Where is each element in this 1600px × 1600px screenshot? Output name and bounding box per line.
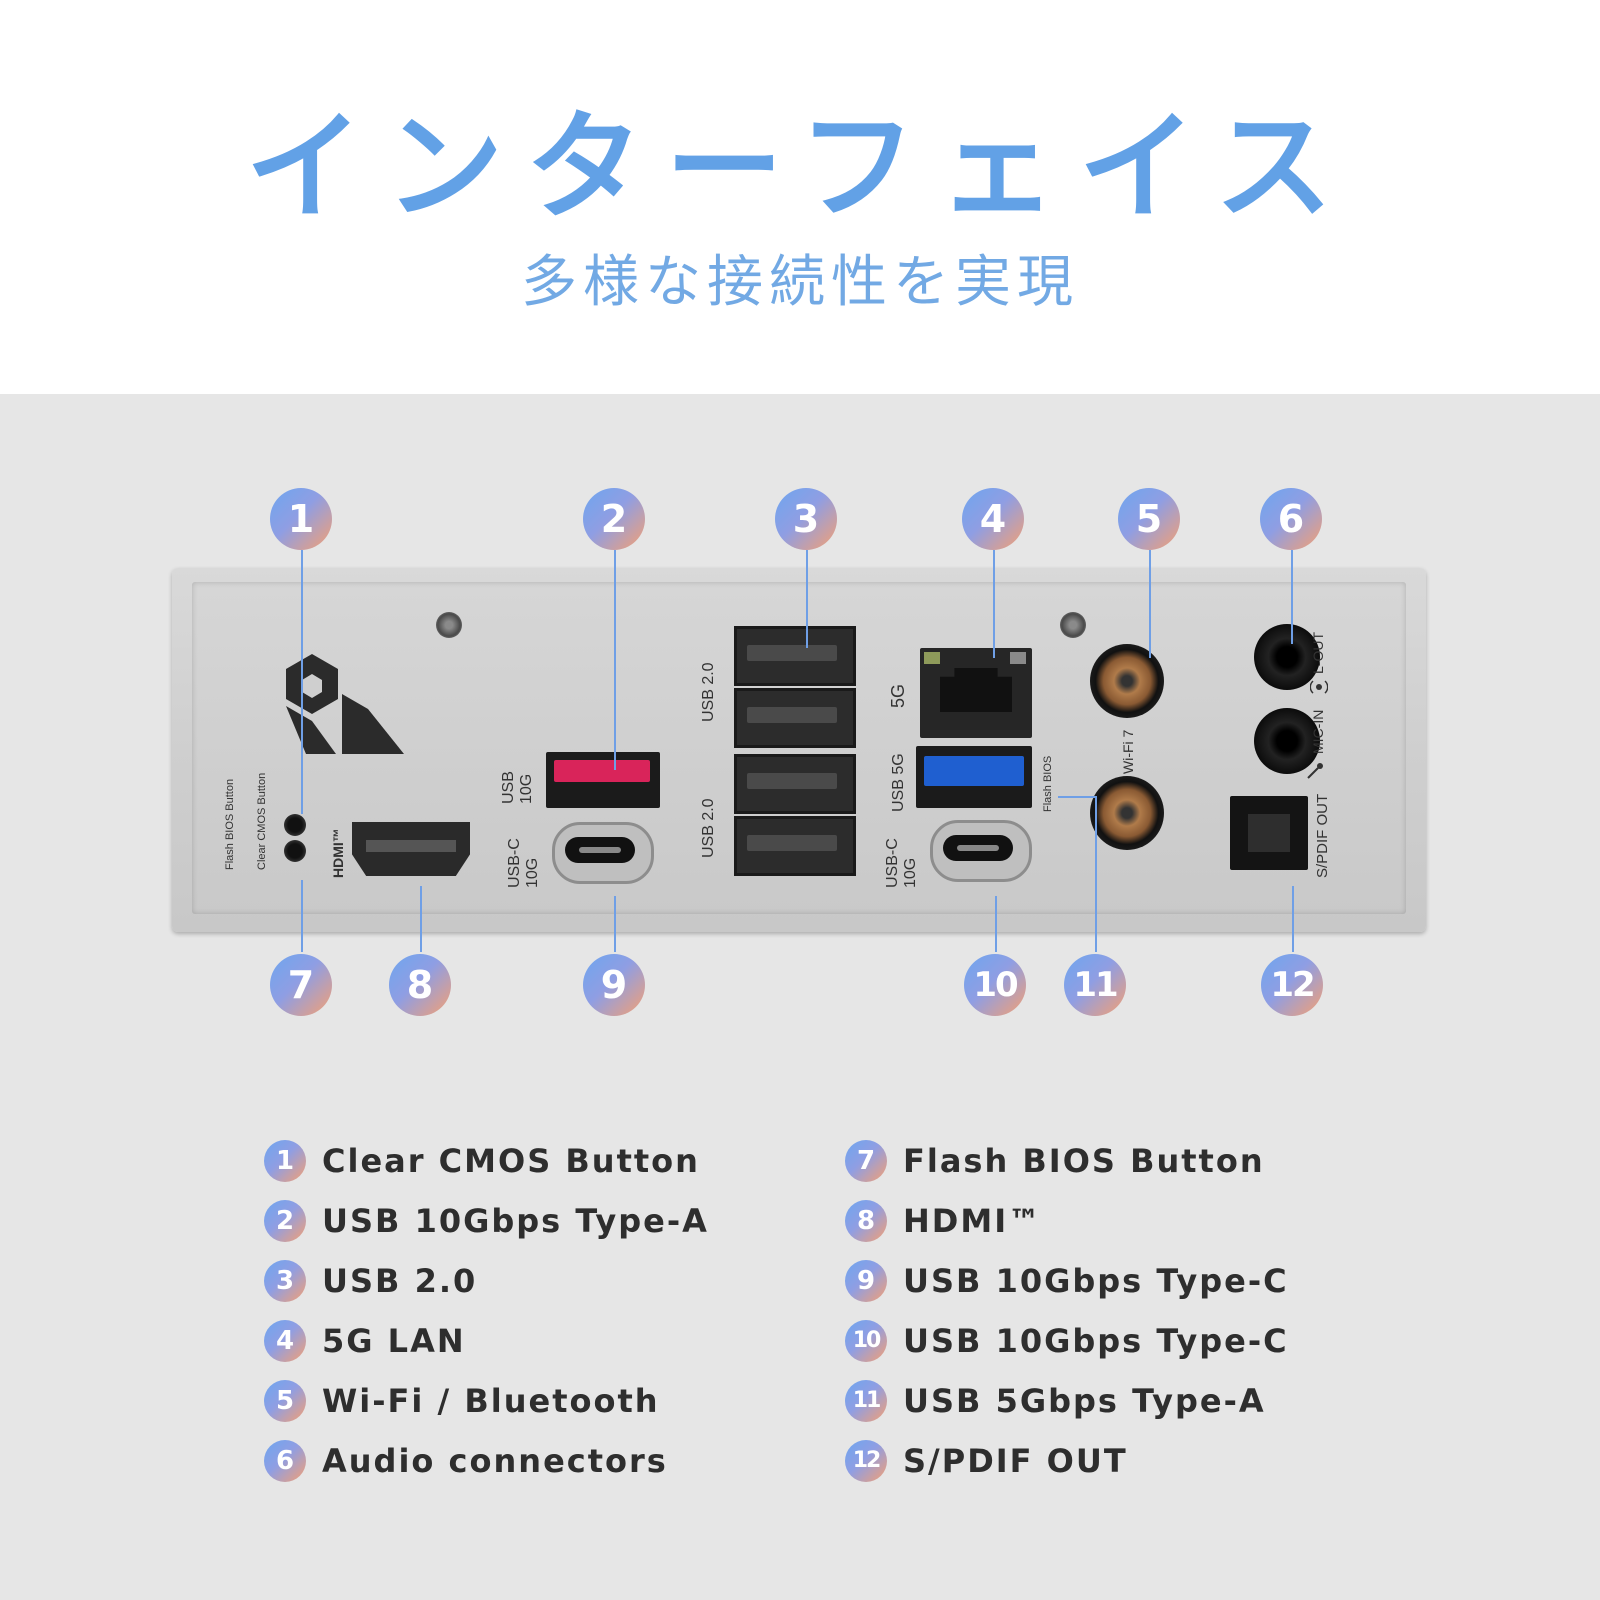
callout-line-6 [1291,550,1293,644]
usb-c-opening [565,837,635,863]
io-shield: Flash BIOS Button Clear CMOS Button HDMI… [172,568,1426,932]
callout-badge-7: 7 [270,954,332,1016]
callout-line-10 [995,896,997,952]
legend-label: USB 2.0 [322,1262,478,1300]
usb-c-tongue [579,847,621,853]
callout-line-3 [806,550,808,648]
usb-c-10g-port-right[interactable] [930,820,1032,882]
legend-badge: 9 [845,1260,887,1302]
usb-c-opening [943,835,1013,861]
wifi-antenna-connector-1[interactable] [1090,644,1164,718]
mic-in-label: MIC-IN [1310,709,1326,754]
callout-badge-2: 2 [583,488,645,550]
callout-badge-9: 9 [583,954,645,1016]
callout-line-1 [301,550,303,814]
usb-c-tongue [957,845,999,851]
flash-bios-button-label: Flash BIOS Button [224,778,236,870]
wifi-antenna-connector-2[interactable] [1090,776,1164,850]
spdif-label: S/PDIF OUT [1314,793,1331,878]
legend-label: Flash BIOS Button [903,1142,1265,1180]
legend-badge: 3 [264,1260,306,1302]
flash-bios-label: Flash BIOS [1042,755,1054,812]
usb-a-tongue [747,773,837,789]
usb-5g-label: USB 5G [890,753,907,812]
lan-label: 5G [888,683,908,708]
legend-label: USB 10Gbps Type-C [903,1262,1289,1300]
usb-2-0-port-2[interactable] [734,688,856,748]
legend-label: USB 5Gbps Type-A [903,1382,1266,1420]
callout-badge-8: 8 [389,954,451,1016]
callout-line-4 [993,550,995,658]
callout-badge-12: 12 [1261,954,1323,1016]
legend-badge: 8 [845,1200,887,1242]
legend-badge: 7 [845,1140,887,1182]
lan-led-left [924,652,940,664]
page-subtitle: 多様な接続性を実現 [521,250,1079,315]
mic-in-jack[interactable] [1254,708,1320,774]
line-out-label: L-OUT [1310,632,1326,674]
legend-label: Audio connectors [322,1442,668,1480]
legend-label: S/PDIF OUT [903,1442,1128,1480]
usb-5g-type-a-port[interactable] [924,756,1024,786]
page-title: インターフェイス [245,98,1355,236]
legend-badge: 2 [264,1200,306,1242]
screw-icon [1060,612,1086,638]
legend-badge: 6 [264,1440,306,1482]
mic-icon [1307,763,1323,779]
usb-2-0-label-bottom: USB 2.0 [700,798,717,858]
callout-line-5 [1149,550,1151,658]
legend-badge: 1 [264,1140,306,1182]
callout-line-11-arm [1058,796,1096,798]
legend-badge: 5 [264,1380,306,1422]
hdmi-label: HDMI™ [330,828,346,878]
usb-a-tongue [747,835,837,851]
usb-c-10g-label-left: USB-C 10G [506,838,541,888]
legend-badge: 11 [845,1380,887,1422]
usb-a-tongue [747,707,837,723]
usb-2-0-port-3[interactable] [734,754,856,814]
wifi-label: Wi-Fi 7 [1120,729,1136,774]
usb-a-tongue [747,645,837,661]
screw-icon [436,612,462,638]
line-out-jack[interactable] [1254,624,1320,690]
legend-label: Wi-Fi / Bluetooth [322,1382,660,1420]
legend-badge: 10 [845,1320,887,1362]
callout-line-11 [1095,796,1097,952]
callout-badge-4: 4 [962,488,1024,550]
usb-c-10g-port-left[interactable] [552,822,654,884]
callout-line-12 [1292,886,1294,952]
callout-line-9 [614,896,616,952]
lan-led-right [1010,652,1026,664]
legend-badge: 4 [264,1320,306,1362]
clear-cmos-button[interactable] [284,814,306,836]
usb-c-10g-label-right: USB-C 10G [884,838,919,888]
spdif-opening [1248,814,1290,852]
usb-2-0-port-4[interactable] [734,816,856,876]
callout-badge-11: 11 [1064,954,1126,1016]
callout-badge-5: 5 [1118,488,1180,550]
header: インターフェイス 多様な接続性を実現 [0,0,1600,394]
usb-2-0-label-top: USB 2.0 [700,662,717,722]
callout-badge-3: 3 [775,488,837,550]
callout-line-2 [614,550,616,770]
clear-cmos-button-label: Clear CMOS Button [256,772,268,870]
usb-2-0-port-1[interactable] [734,626,856,686]
legend-badge: 12 [845,1440,887,1482]
brand-logo-icon [286,654,404,754]
legend-label: USB 10Gbps Type-A [322,1202,709,1240]
callout-line-7 [301,880,303,952]
usb-10g-type-a-port[interactable] [554,760,650,782]
legend-label: HDMI™ [903,1202,1043,1240]
hdmi-port-inner [366,840,456,852]
legend-label: Clear CMOS Button [322,1142,700,1180]
legend-label: USB 10Gbps Type-C [903,1322,1289,1360]
flash-bios-button[interactable] [284,840,306,862]
callout-badge-1: 1 [270,488,332,550]
callout-badge-6: 6 [1260,488,1322,550]
usb-10g-a-label: USB 10G [500,771,535,804]
speaker-icon [1310,680,1328,694]
callout-line-8 [420,886,422,952]
callout-badge-10: 10 [964,954,1026,1016]
legend-label: 5G LAN [322,1322,466,1360]
